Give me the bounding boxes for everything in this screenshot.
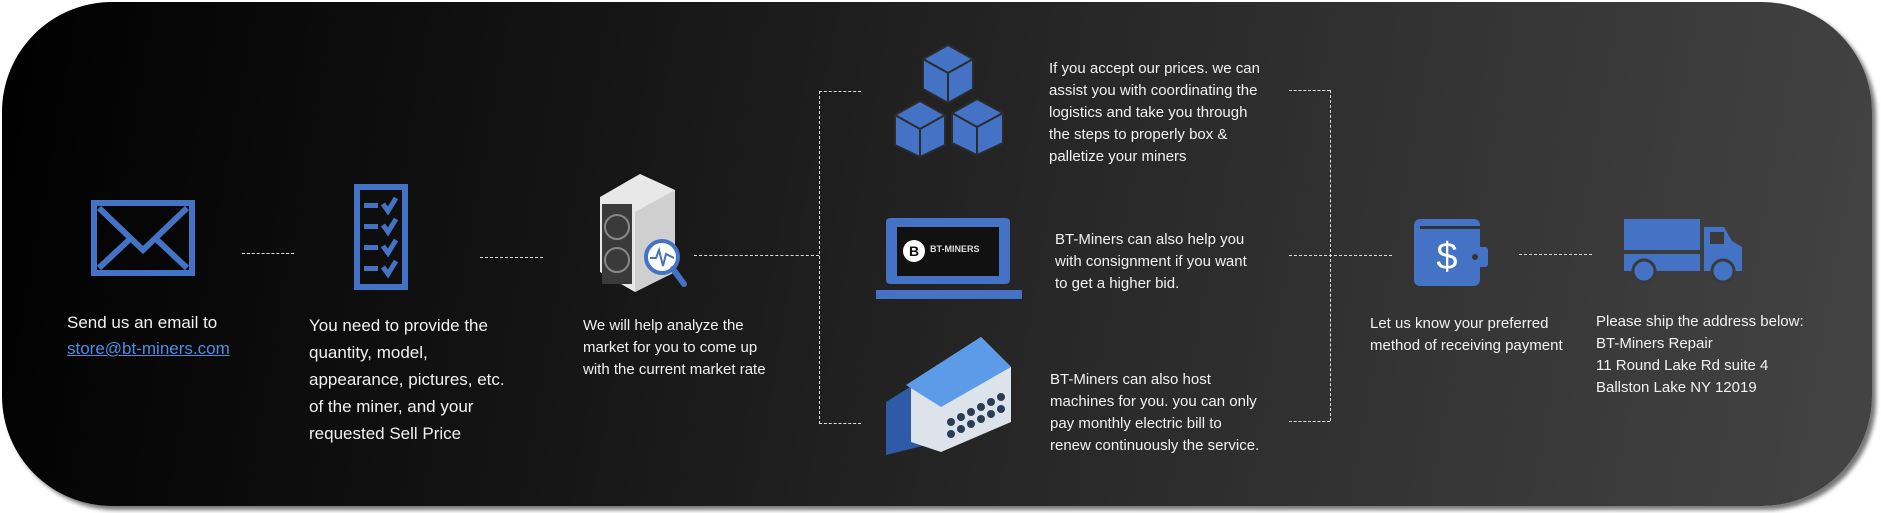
laptop-icon: B BT-MINERS xyxy=(876,218,1022,299)
connector-line xyxy=(1289,90,1330,91)
wallet-dollar-icon: $ xyxy=(1414,219,1488,286)
email-link[interactable]: store@bt-miners.com xyxy=(67,339,230,358)
boxes-icon xyxy=(894,43,1004,159)
svg-text:B: B xyxy=(909,243,919,259)
logistics-step-text: If you accept our prices. we can assist … xyxy=(1049,60,1260,165)
connector-line xyxy=(1289,421,1330,422)
connector-line xyxy=(1519,254,1592,255)
connector-line xyxy=(1330,90,1331,421)
connector-line xyxy=(242,253,294,254)
hosting-step-text: BT-Miners can also host machines for you… xyxy=(1050,371,1260,454)
provide-step-text: You need to provide the quantity, model,… xyxy=(309,316,505,443)
miner-analyze-icon xyxy=(600,174,687,292)
connector-line xyxy=(1289,255,1392,256)
connector-line xyxy=(694,255,819,256)
connector-line xyxy=(480,257,543,258)
truck-icon xyxy=(1624,219,1742,284)
svg-text:$: $ xyxy=(1436,236,1457,278)
email-step-text: Send us an email to xyxy=(67,313,218,332)
connector-line xyxy=(819,91,861,92)
connector-line xyxy=(819,423,861,424)
process-panel: Send us an email to store@bt-miners.com … xyxy=(2,2,1872,506)
analyze-step-text: We will help analyze the market for you … xyxy=(583,317,766,378)
laptop-logo-text: BT-MINERS xyxy=(930,244,980,254)
ship-address-text: Please ship the address below: BT-Miners… xyxy=(1596,313,1804,396)
payment-step-text: Let us know your preferred method of rec… xyxy=(1370,315,1563,354)
checklist-icon xyxy=(354,184,408,290)
consignment-step-text: BT-Miners can also help you with consign… xyxy=(1055,231,1247,292)
hosting-container-icon xyxy=(886,337,1011,455)
connector-line xyxy=(819,91,820,424)
envelope-icon xyxy=(91,200,195,276)
